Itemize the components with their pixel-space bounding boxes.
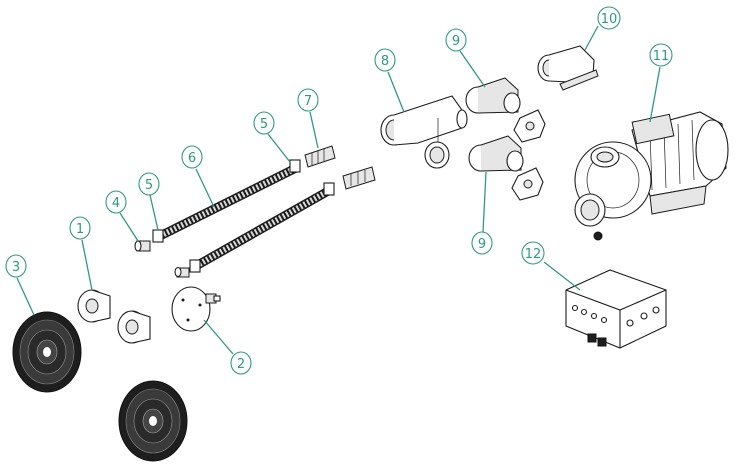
part-air-plate [171,286,221,332]
callout-10-label: 10 [601,12,618,27]
callout-8: 8 [374,48,405,113]
callout-6-label: 6 [188,151,196,166]
part-wall-fitting-a [77,289,111,323]
callout-11-label: 11 [653,49,670,64]
callout-9-lower-label: 9 [478,237,486,252]
callout-1-label: 1 [76,222,84,237]
part-corrugated-hose-upper [152,159,301,243]
callout-6: 6 [181,145,215,208]
part-corrugated-hose-lower [189,182,335,273]
callout-4: 4 [105,190,139,242]
callout-layer: 1 2 3 4 5 5 [5,6,673,375]
callout-5-upper: 5 [253,111,291,163]
callout-1: 1 [69,216,93,291]
part-wall-fitting-b [117,310,151,344]
part-nozzle-cover-b [118,380,188,462]
part-small-nipple [134,240,151,252]
callout-5-lower-label: 5 [145,178,153,193]
callout-12-label: 12 [525,247,542,262]
callout-5-lower: 5 [138,172,160,231]
part-ball-valve-upper [465,77,546,143]
callout-2: 2 [203,319,252,375]
part-ball-valve-lower [468,135,544,201]
part-nozzle-cover-a [12,311,82,393]
callout-9-lower: 9 [471,171,493,255]
callout-4-label: 4 [112,196,120,211]
callout-11: 11 [649,43,673,123]
callout-12: 12 [521,241,581,291]
part-coupling-upper [304,145,336,168]
callout-9-upper-label: 9 [452,34,460,49]
part-coupling-lower [342,166,376,190]
part-y-manifold [380,95,468,169]
callout-3: 3 [5,254,35,316]
callout-5-upper-label: 5 [260,117,268,132]
part-control-box [565,269,667,349]
callout-3-label: 3 [12,260,20,275]
callout-10: 10 [584,6,621,51]
callout-9-upper: 9 [445,28,486,88]
part-elbow [537,45,599,91]
part-pump-motor [574,111,729,241]
callout-7: 7 [297,88,319,149]
part-small-nipple-lower [174,266,190,278]
callout-7-label: 7 [304,94,312,109]
callout-8-label: 8 [381,54,389,69]
callout-2-label: 2 [237,357,245,372]
